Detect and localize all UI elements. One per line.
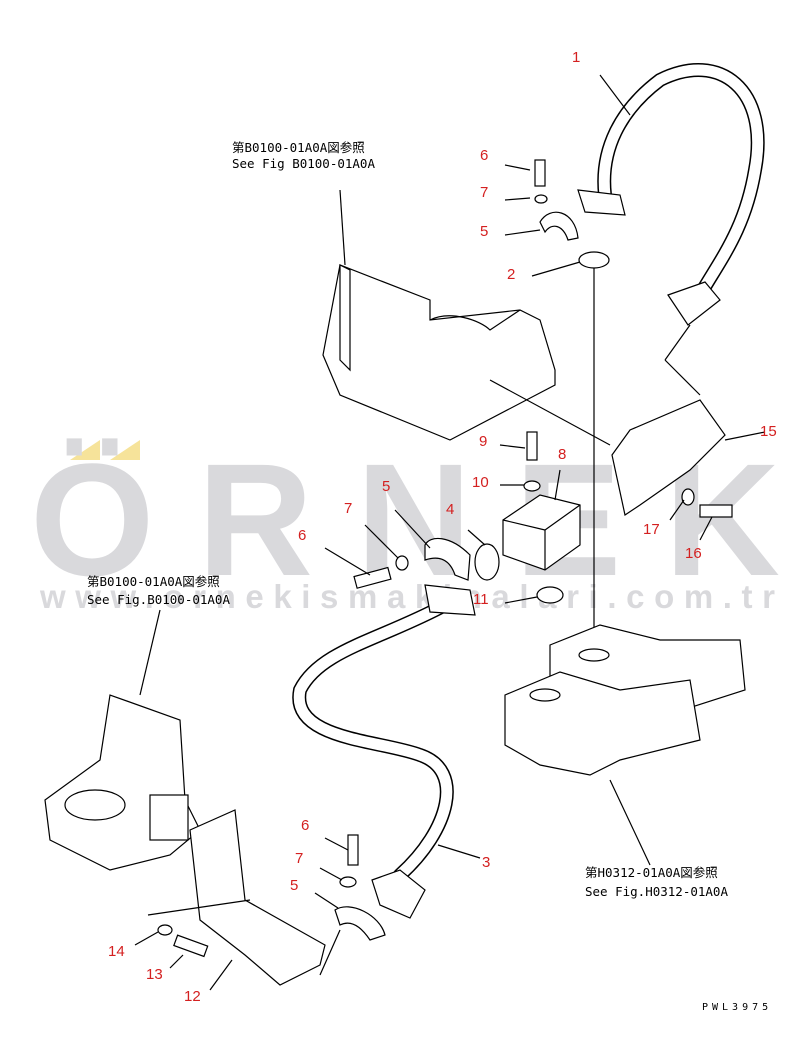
drawing-code: PWL3975 — [702, 1002, 772, 1013]
callout: 6 — [298, 527, 306, 544]
callouts: 1 6 7 5 2 9 8 10 5 4 7 6 11 15 17 16 6 7… — [108, 49, 777, 1005]
callout: 5 — [480, 223, 488, 240]
callout: 6 — [301, 817, 309, 834]
frame-bracket-bottom — [44, 609, 201, 871]
o-ring — [536, 586, 564, 604]
flange — [667, 281, 721, 326]
callout: 5 — [290, 877, 298, 894]
o-ring — [578, 251, 610, 269]
valve-assembly — [504, 624, 746, 866]
callout: 10 — [472, 474, 489, 491]
callout: 3 — [482, 854, 490, 871]
callout: 6 — [480, 147, 488, 164]
hose-1 — [577, 63, 765, 396]
flange — [424, 584, 476, 616]
split-flange — [539, 211, 579, 241]
washer — [523, 480, 541, 492]
callout: 5 — [382, 478, 390, 495]
bolt — [347, 834, 359, 866]
callout: 11 — [473, 591, 489, 608]
callout: 7 — [480, 184, 488, 201]
callout: 2 — [507, 266, 515, 283]
callout: 13 — [146, 966, 163, 983]
hose-3 — [292, 584, 476, 919]
callout: 7 — [295, 850, 303, 867]
reference-jp: 第H0312-01A0A図参照 — [585, 865, 718, 880]
callout: 12 — [184, 988, 201, 1005]
bolt — [526, 431, 538, 461]
bracket — [189, 809, 326, 986]
reference-en: See Fig B0100-01A0A — [232, 156, 375, 171]
flange — [577, 189, 626, 216]
callout: 8 — [558, 446, 566, 463]
block — [502, 494, 581, 571]
watermark-accent — [110, 440, 140, 460]
reference-en: See Fig.H0312-01A0A — [585, 884, 728, 899]
washer — [339, 876, 357, 888]
split-flange — [424, 537, 471, 581]
callout: 9 — [479, 433, 487, 450]
callout: 1 — [572, 49, 580, 66]
bolt — [534, 159, 546, 187]
frame-bracket-top — [322, 189, 611, 446]
washer — [395, 555, 409, 571]
reference-jp: 第B0100-01A0A図参照 — [232, 140, 365, 155]
leader-lines — [134, 74, 713, 991]
reference-jp: 第B0100-01A0A図参照 — [87, 574, 220, 589]
washer — [534, 194, 548, 204]
watermark-accent — [70, 440, 100, 460]
callout: 16 — [685, 545, 702, 562]
washer — [157, 924, 173, 936]
reference-en: See Fig.B0100-01A0A — [87, 592, 230, 607]
callout: 14 — [108, 943, 125, 960]
bolt — [699, 504, 733, 518]
o-ring — [474, 543, 500, 581]
bracket — [611, 399, 726, 516]
callout: 17 — [643, 521, 660, 538]
bolt — [353, 566, 392, 589]
callout: 15 — [760, 423, 777, 440]
washer — [681, 488, 695, 506]
callout: 4 — [446, 501, 454, 518]
flange — [371, 869, 426, 919]
split-flange — [334, 906, 386, 941]
callout: 7 — [344, 500, 352, 517]
bolt — [173, 934, 209, 958]
